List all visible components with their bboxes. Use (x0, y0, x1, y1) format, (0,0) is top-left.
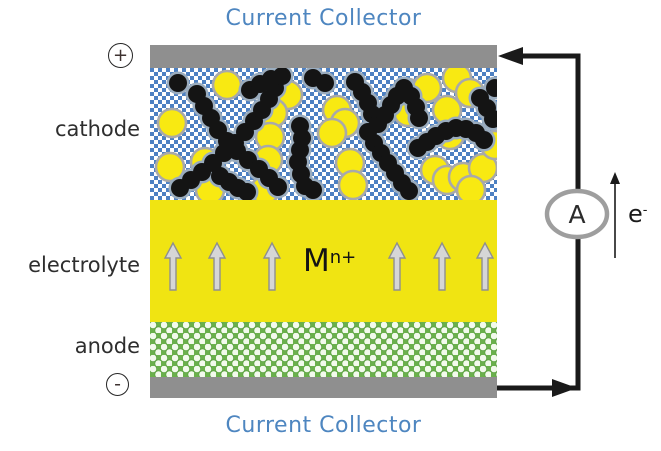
anode-label: anode (74, 334, 140, 358)
electrolyte-layer (150, 200, 497, 322)
bottom-current-collector-title: Current Collector (225, 413, 422, 438)
cathode-active-particle (156, 107, 188, 139)
cathode-active-particle (316, 117, 348, 149)
electron-symbol: e (628, 200, 643, 228)
circuit-wire (497, 53, 581, 391)
carbon-bead (316, 74, 334, 92)
ion-symbol: M (303, 243, 330, 279)
cathode-label: cathode (54, 117, 140, 141)
ion-migration-arrow-icon (432, 241, 452, 291)
electron-charge: - (642, 203, 648, 218)
anode-dot-background (150, 322, 497, 377)
carbon-bead (486, 79, 497, 97)
ion-migration-arrow-icon (475, 241, 495, 291)
ion-arrows (163, 241, 495, 291)
wire-arrowhead-bottom-icon (552, 379, 577, 397)
cathode-active-particle (337, 169, 369, 200)
anode-layer (150, 322, 497, 377)
plus-sign: + (112, 44, 129, 66)
carbon-bead (475, 131, 493, 149)
cathode-active-particle (211, 69, 243, 101)
carbon-bead (304, 181, 322, 199)
electrolyte-label: electrolyte (28, 253, 140, 277)
carbon-bead (269, 178, 287, 196)
ammeter-label: A (568, 200, 585, 229)
carbon-bead (238, 183, 256, 200)
carbon-bead (400, 182, 418, 200)
cathode-active-particle (455, 174, 487, 200)
current-collector-bottom-bar (150, 377, 497, 398)
metal-ion-label: Mn+ (303, 244, 356, 278)
ion-charge: n+ (329, 247, 357, 268)
negative-terminal-icon: - (106, 373, 129, 396)
cathode-art (150, 68, 497, 200)
top-current-collector-title: Current Collector (225, 6, 422, 31)
positive-terminal-icon: + (108, 43, 133, 68)
wire-arrowhead-into-top-collector-icon (498, 47, 523, 65)
electron-label: e- (628, 200, 647, 228)
carbon-bead (410, 109, 428, 127)
ion-migration-arrow-icon (207, 241, 227, 291)
current-collector-top-bar (150, 45, 497, 68)
ion-migration-arrow-icon (163, 241, 183, 291)
minus-sign: - (114, 373, 121, 395)
carbon-bead (169, 74, 187, 92)
electron-flow-arrowhead-icon (610, 172, 620, 184)
anode-art (150, 322, 497, 377)
carbon-bead (484, 110, 497, 128)
ammeter-icon (544, 188, 610, 240)
ion-migration-arrow-icon (387, 241, 407, 291)
carbon-bead (273, 68, 291, 85)
cathode-active-particle (154, 151, 186, 183)
ion-migration-arrow-icon (262, 241, 282, 291)
cathode-layer (150, 68, 497, 200)
